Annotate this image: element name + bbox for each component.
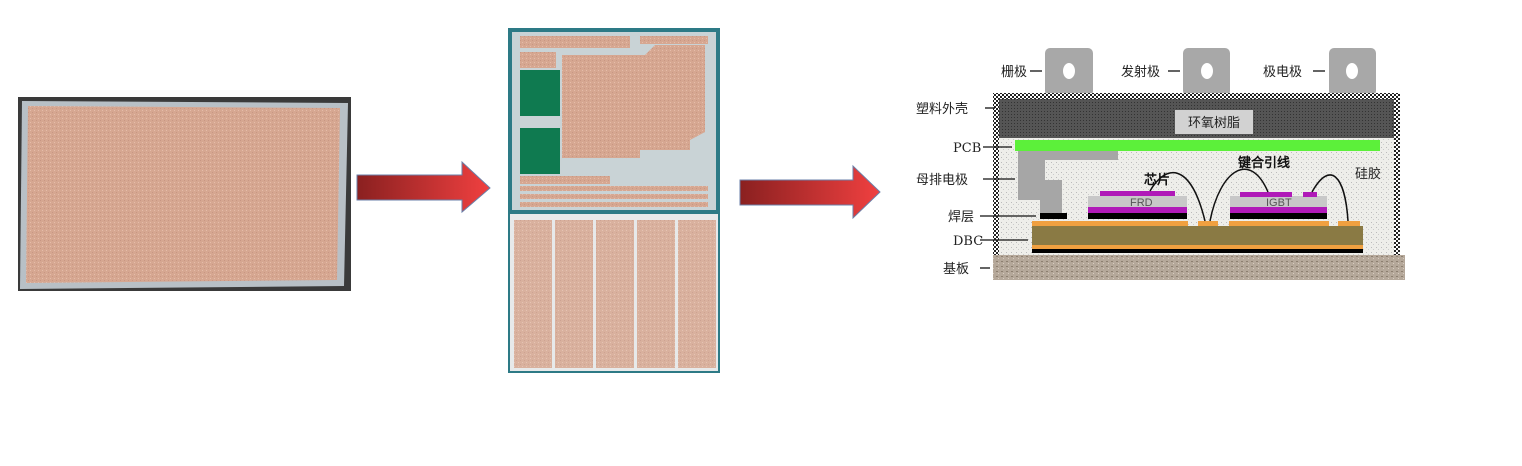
copper-sheet-photo: [18, 97, 351, 291]
epoxy-label: 环氧树脂: [1188, 116, 1240, 131]
collector-label: 极电极: [1263, 65, 1302, 80]
pcb-label: PCB: [953, 141, 981, 156]
label-arrows: [980, 70, 1325, 269]
silicone-label: 硅胶: [1355, 166, 1381, 182]
frd-label: FRD: [1130, 197, 1153, 209]
bond-wire-label: 键合引线: [1237, 155, 1290, 171]
plastic-shell-label: 塑料外壳: [916, 102, 968, 117]
etched-substrate-photo: [508, 28, 720, 373]
emitter-label: 发射极: [1121, 64, 1160, 80]
terminal-tabs: [1045, 48, 1376, 96]
arrow-1: [356, 160, 491, 214]
gate-label: 栅极: [1001, 65, 1027, 80]
bond-wires: [1149, 168, 1349, 222]
arrow-2: [739, 164, 881, 220]
igbt-module-cross-section: 环氧树脂 芯片 键合引线 硅胶 FRD IGBT: [993, 48, 1405, 280]
igbt-label: IGBT: [1266, 197, 1292, 209]
baseplate-label: 基板: [943, 262, 969, 277]
dbc-label: DBC: [953, 234, 983, 249]
busbar-label: 母排电极: [916, 173, 968, 188]
solder-label: 焊层: [948, 209, 974, 225]
